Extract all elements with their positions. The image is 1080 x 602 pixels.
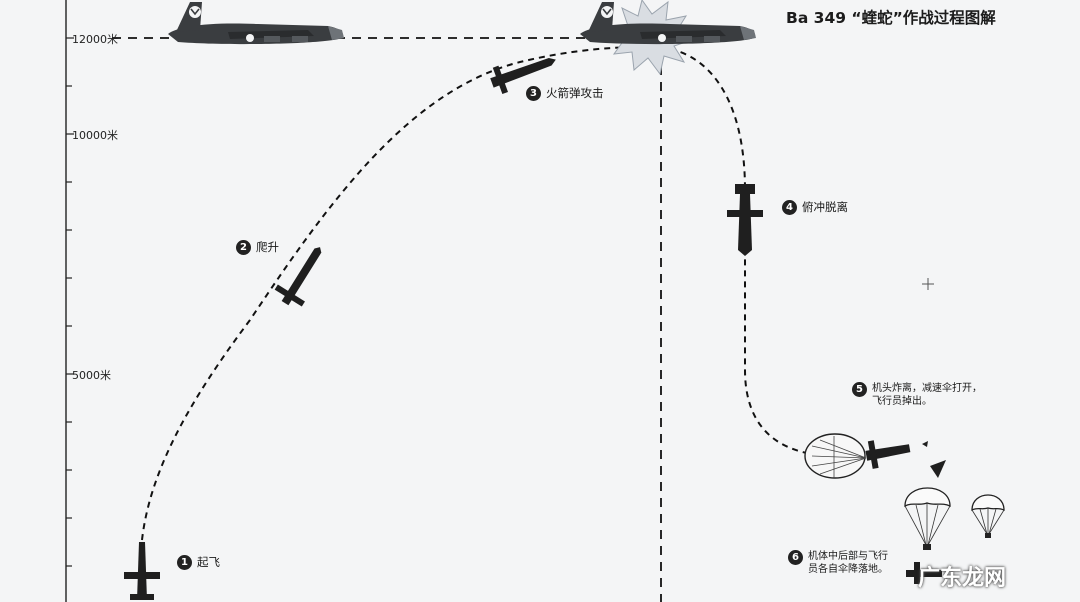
nose-fragment-icon [930,460,946,478]
step-3-label: 3 火箭弹攻击 [526,86,604,101]
crosshair-mark [922,278,934,290]
altitude-ticks [66,37,74,567]
fuselage-parachute-icon [971,494,1005,538]
step-4-label: 4 俯冲脱离 [782,200,848,215]
step-text-line: 员各自伞降落地。 [808,564,888,575]
step-text: 火箭弹攻击 [546,86,604,100]
step-text: 机头炸离，减速伞打开， 飞行员掉出。 [872,382,982,408]
step-text: 机体中后部与飞行 员各自伞降落地。 [808,550,888,576]
pilot-parachute-icon [904,487,951,550]
step-number-badge: 3 [526,86,541,101]
altitude-label-12000: 12000米 [72,33,118,46]
rocket-plane-dive-icon [727,184,763,256]
altitude-label-10000: 10000米 [72,129,118,142]
separated-fuselage-icon [865,440,911,469]
debris-icon [922,441,928,447]
step-text-line: 机体中后部与飞行 [808,551,888,562]
step-number-badge: 5 [852,382,867,397]
step-number-badge: 2 [236,240,251,255]
step-text: 俯冲脱离 [802,200,848,214]
bomber-aircraft-icon [168,2,344,45]
watermark: 广东龙网 [918,566,1007,591]
step-6-label: 6 机体中后部与飞行 员各自伞降落地。 [788,550,888,576]
rocket-plane-climb-icon [274,247,322,307]
rocket-plane-takeoff-icon [124,542,160,600]
target-bomber-aircraft-icon [580,2,756,45]
step-number-badge: 1 [177,555,192,570]
step-number-badge: 6 [788,550,803,565]
step-2-label: 2 爬升 [236,240,279,255]
rocket-plane-attack-icon [490,57,556,95]
altitude-label-5000: 5000米 [72,369,111,382]
step-1-label: 1 起飞 [177,555,220,570]
flight-path [141,46,869,541]
step-text: 起飞 [197,555,220,569]
landed-fuselage-icon [906,562,942,584]
step-text-line: 飞行员掉出。 [872,396,932,407]
step-number-badge: 4 [782,200,797,215]
step-text: 爬升 [256,240,279,254]
step-5-label: 5 机头炸离，减速伞打开， 飞行员掉出。 [852,382,982,408]
diagram-title: Ba 349 “蝰蛇”作战过程图解 [786,9,996,27]
step-text-line: 机头炸离，减速伞打开， [872,383,982,394]
drogue-parachute-icon [804,433,867,479]
